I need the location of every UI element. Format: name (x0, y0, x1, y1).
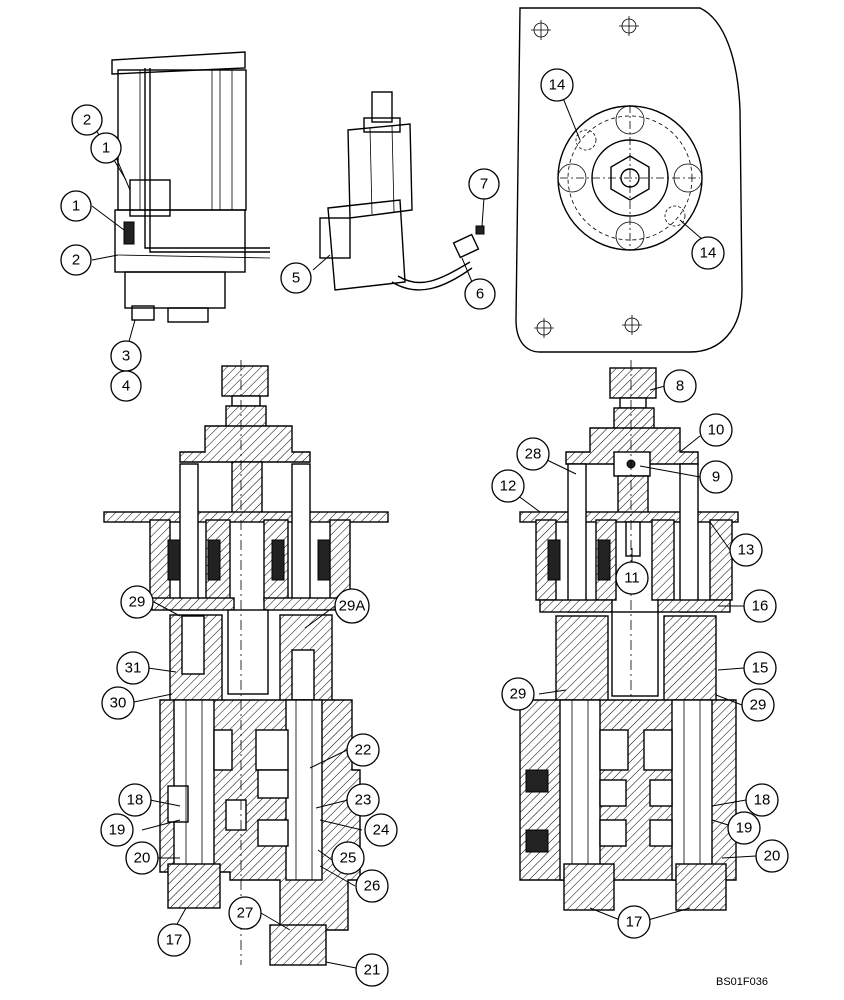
solenoid-view (312, 91, 485, 291)
callout-10: 10 (699, 413, 733, 447)
callout-26: 26 (355, 869, 389, 903)
callout-17: 17 (157, 923, 191, 957)
svg-text:20: 20 (764, 848, 781, 865)
svg-text:17: 17 (626, 914, 643, 931)
svg-text:22: 22 (355, 742, 372, 759)
callout-5: 5 (280, 262, 312, 294)
callout-11: 11 (615, 561, 649, 595)
svg-text:9: 9 (712, 469, 720, 486)
svg-text:3: 3 (122, 348, 130, 365)
callout-17: 17 (617, 905, 651, 939)
svg-text:18: 18 (754, 792, 771, 809)
callout-23: 23 (346, 783, 380, 817)
callout-14: 14 (540, 68, 574, 102)
callout-2: 2 (60, 244, 92, 276)
valve-assembly-view (89, 51, 271, 346)
svg-text:31: 31 (125, 660, 142, 677)
svg-text:29: 29 (510, 686, 527, 703)
callout-15: 15 (743, 651, 777, 685)
svg-text:29: 29 (750, 697, 767, 714)
svg-text:2: 2 (72, 252, 80, 269)
svg-text:24: 24 (373, 822, 390, 839)
callout-20: 20 (755, 839, 789, 873)
callout-29: 29 (501, 677, 535, 711)
callout-1: 1 (90, 132, 122, 164)
svg-text:25: 25 (340, 850, 357, 867)
svg-text:28: 28 (525, 446, 542, 463)
svg-text:6: 6 (476, 286, 484, 303)
svg-text:8: 8 (676, 378, 684, 395)
callout-27: 27 (228, 896, 262, 930)
callout-31: 31 (116, 651, 150, 685)
svg-text:18: 18 (127, 792, 144, 809)
callout-19: 19 (100, 813, 134, 847)
svg-text:19: 19 (736, 820, 753, 837)
svg-text:19: 19 (109, 822, 126, 839)
svg-text:11: 11 (624, 570, 640, 587)
svg-text:14: 14 (549, 77, 566, 94)
callout-29: 29 (120, 585, 154, 619)
svg-text:7: 7 (480, 176, 488, 193)
svg-text:12: 12 (500, 478, 517, 495)
svg-text:21: 21 (364, 962, 381, 979)
callout-19: 19 (727, 811, 761, 845)
callout-8: 8 (663, 369, 697, 403)
callout-13: 13 (729, 533, 763, 567)
right-section-view (516, 360, 757, 921)
callout-21: 21 (355, 953, 389, 987)
left-section-view (103, 360, 389, 969)
svg-text:4: 4 (122, 378, 130, 395)
svg-text:2: 2 (83, 112, 91, 129)
svg-text:27: 27 (237, 905, 254, 922)
callout-18: 18 (118, 783, 152, 817)
callout-16: 16 (743, 589, 777, 623)
callout-4: 4 (110, 370, 142, 402)
mounting-plate-view (515, 7, 743, 353)
svg-text:14: 14 (700, 245, 717, 262)
svg-text:5: 5 (292, 270, 300, 287)
callout-25: 25 (331, 841, 365, 875)
callout-30: 30 (101, 686, 135, 720)
svg-text:13: 13 (738, 542, 755, 559)
callout-14: 14 (691, 236, 725, 270)
callout-29A: 29A (334, 588, 370, 624)
callout-28: 28 (516, 437, 550, 471)
callout-29: 29 (741, 688, 775, 722)
svg-text:20: 20 (134, 850, 151, 867)
callout-24: 24 (364, 813, 398, 847)
svg-text:23: 23 (355, 792, 372, 809)
svg-text:16: 16 (752, 598, 769, 615)
svg-text:1: 1 (102, 140, 110, 157)
svg-text:1: 1 (72, 198, 80, 215)
svg-text:29: 29 (129, 594, 146, 611)
callout-7: 7 (468, 168, 500, 200)
callout-18: 18 (745, 783, 779, 817)
svg-text:17: 17 (166, 932, 183, 949)
callout-3: 3 (110, 340, 142, 372)
callout-9: 9 (699, 460, 733, 494)
svg-text:29A: 29A (339, 598, 366, 615)
callout-6: 6 (464, 278, 496, 310)
figure-code: BS01F036 (716, 976, 768, 988)
svg-text:10: 10 (708, 422, 725, 439)
callout-22: 22 (346, 733, 380, 767)
svg-text:30: 30 (110, 695, 127, 712)
callout-1: 1 (60, 190, 92, 222)
svg-text:15: 15 (752, 660, 769, 677)
callout-20: 20 (125, 841, 159, 875)
callout-2: 2 (71, 104, 103, 136)
callout-12: 12 (491, 469, 525, 503)
svg-text:26: 26 (364, 878, 381, 895)
